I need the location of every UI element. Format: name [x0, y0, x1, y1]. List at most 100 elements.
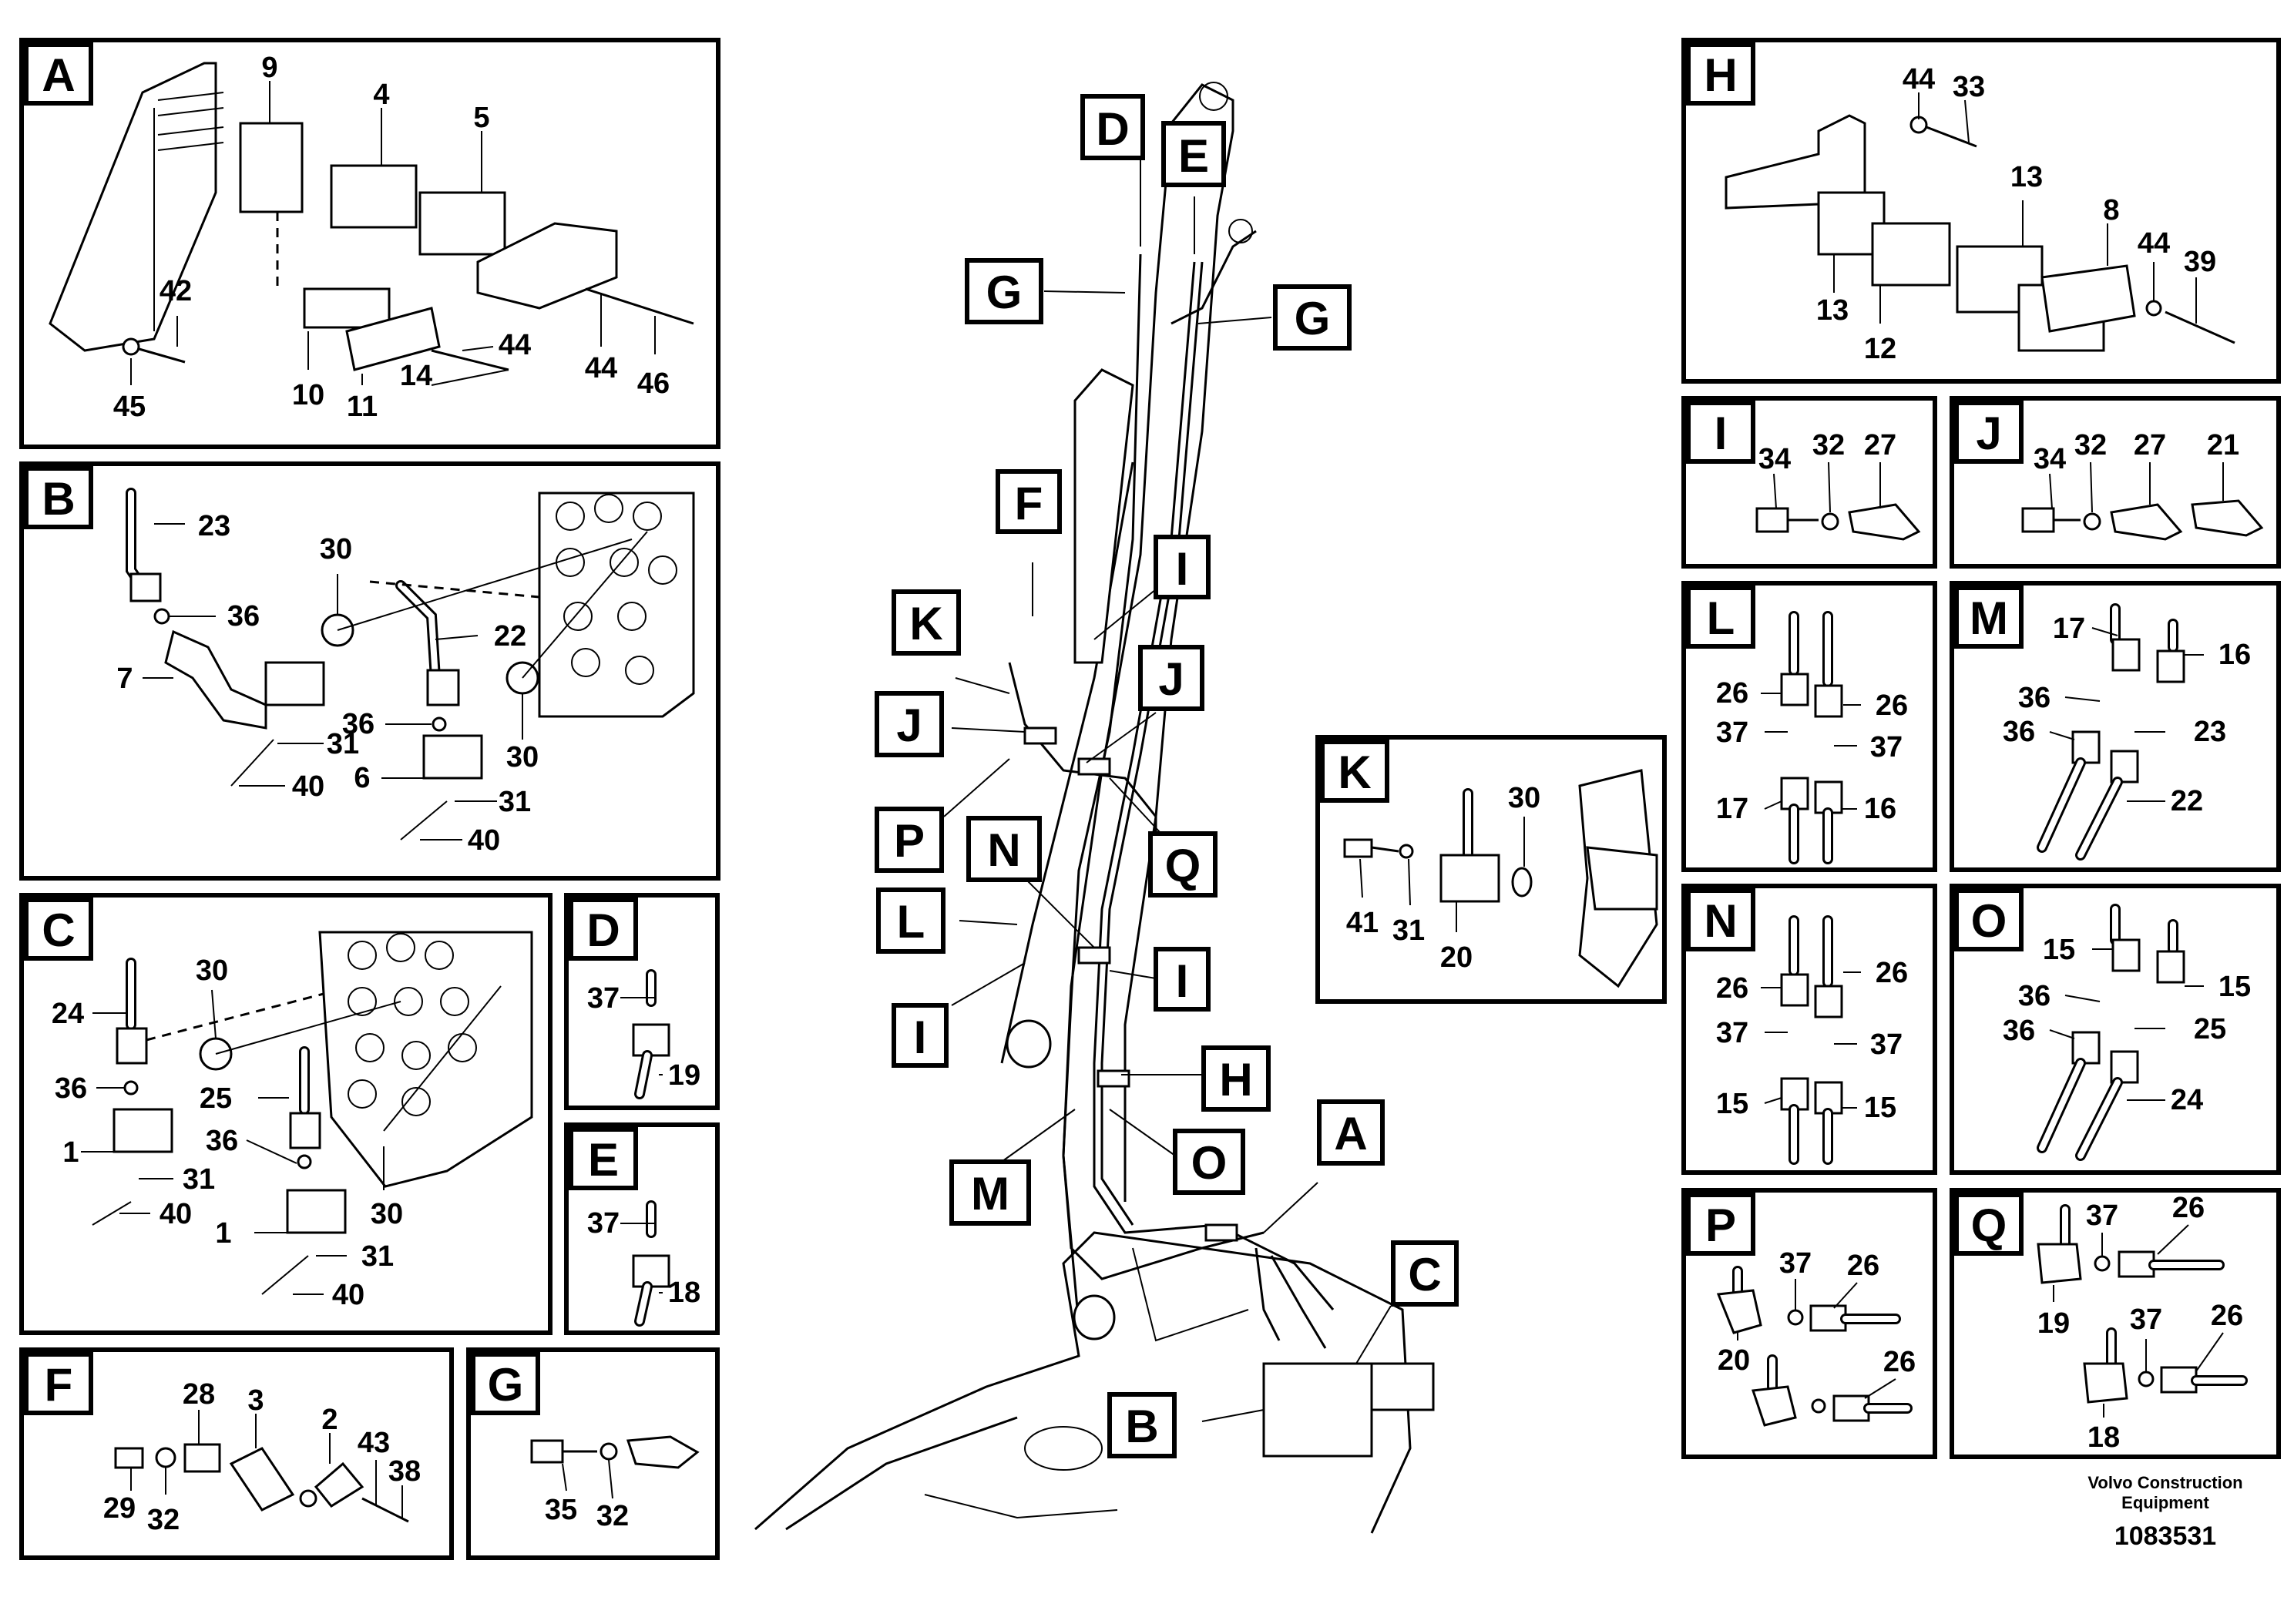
callout-f-29: 29 [103, 1492, 136, 1525]
callout-d-37: 37 [587, 982, 620, 1015]
callout-f-28: 28 [183, 1378, 215, 1411]
panel-m-tag: M [1970, 592, 2008, 644]
callout-c-25: 25 [200, 1082, 232, 1115]
callout-c-40b: 40 [332, 1279, 364, 1311]
callout-i-34: 34 [1758, 443, 1791, 475]
panel-k: K 30 41 31 20 [1315, 735, 1667, 1004]
callout-a-4: 4 [373, 79, 389, 111]
panel-l-tag: L [1707, 592, 1735, 644]
callout-h-33: 33 [1953, 71, 1985, 103]
main-tag-q: Q [1165, 840, 1201, 891]
callout-b-23: 23 [198, 510, 230, 542]
panel-o: O 15 15 36 25 36 24 [1950, 884, 2281, 1175]
panel-a-tag: A [42, 49, 75, 101]
callout-q-26: 26 [2172, 1192, 2205, 1224]
panel-i-tag: I [1715, 408, 1728, 459]
callout-e-18: 18 [668, 1277, 700, 1309]
callout-q-18: 18 [2087, 1421, 2120, 1454]
panel-o-tag: O [1971, 895, 2007, 947]
callout-l-17: 17 [1716, 793, 1748, 825]
callout-j-32: 32 [2074, 429, 2107, 461]
callout-m-16: 16 [2218, 639, 2251, 671]
callout-o-24: 24 [2171, 1084, 2203, 1116]
callout-n-37b: 37 [1870, 1028, 1903, 1061]
callout-h-44b: 44 [2138, 227, 2170, 260]
callout-c-31b: 31 [361, 1240, 394, 1273]
callout-d-19: 19 [668, 1059, 700, 1092]
callout-c-30: 30 [196, 955, 228, 987]
callout-k-41: 41 [1346, 907, 1379, 939]
callout-n-26b: 26 [1876, 957, 1908, 989]
callout-a-5: 5 [473, 102, 489, 134]
main-tag-g-left: G [986, 267, 1023, 318]
main-tag-g-right: G [1295, 293, 1331, 344]
panel-p: P 37 26 20 26 [1681, 1188, 1937, 1459]
callout-i-32: 32 [1812, 429, 1845, 461]
callout-i-27: 27 [1864, 429, 1896, 461]
callout-f-2: 2 [321, 1404, 338, 1436]
main-tag-k: K [909, 598, 942, 649]
panel-l: L 26 26 37 37 17 16 [1681, 581, 1937, 872]
callout-c-36: 36 [55, 1072, 87, 1105]
panel-e-tag: E [588, 1134, 619, 1186]
callout-o-36: 36 [2018, 980, 2050, 1012]
main-tag-i-mid: I [1176, 955, 1189, 1007]
callout-c-36b: 36 [206, 1125, 238, 1157]
callout-a-45: 45 [113, 391, 146, 423]
main-tag-m: M [971, 1168, 1009, 1220]
callout-e-37: 37 [587, 1207, 620, 1240]
panel-n-tag: N [1704, 895, 1737, 947]
main-tag-p: P [894, 815, 925, 867]
panel-m: M 17 16 36 23 36 22 [1950, 581, 2281, 872]
callout-p-26: 26 [1847, 1250, 1879, 1282]
callout-b-22: 22 [494, 620, 526, 653]
panel-q-tag: Q [1971, 1200, 2007, 1251]
callout-p-37: 37 [1779, 1247, 1812, 1280]
panel-f-tag: F [45, 1359, 73, 1411]
company-name-line2: Equipment [2121, 1493, 2209, 1512]
callout-b-30b: 30 [506, 741, 539, 773]
callout-a-11: 11 [347, 391, 378, 423]
callout-j-27: 27 [2134, 429, 2166, 461]
panel-d: D 37 19 [564, 893, 720, 1110]
callout-n-26: 26 [1716, 972, 1748, 1005]
panel-p-tag: P [1705, 1200, 1736, 1251]
main-tag-j-right: J [1158, 653, 1184, 705]
callout-b-31: 31 [327, 728, 359, 760]
callout-f-38: 38 [388, 1455, 421, 1488]
callout-m-22: 22 [2171, 785, 2203, 817]
main-tag-h: H [1219, 1054, 1252, 1106]
callout-o-15b: 15 [2218, 971, 2251, 1003]
callout-k-30: 30 [1508, 782, 1540, 814]
panel-i: I 34 32 27 [1681, 396, 1937, 569]
callout-j-21: 21 [2207, 429, 2239, 461]
callout-l-37: 37 [1716, 716, 1748, 749]
main-tag-a: A [1334, 1108, 1367, 1159]
callout-c-31: 31 [183, 1163, 215, 1196]
footer: Volvo Construction Equipment 1083531 [2087, 1473, 2242, 1551]
panel-h-tag: H [1704, 49, 1737, 101]
callout-l-26b: 26 [1876, 690, 1908, 722]
callout-h-8: 8 [2103, 194, 2119, 226]
callout-b-31b: 31 [499, 786, 531, 818]
panel-c-tag: C [42, 904, 75, 956]
panel-j-tag: J [1976, 408, 2001, 459]
panel-g: G 35 32 [466, 1347, 720, 1560]
main-tag-f: F [1015, 478, 1043, 529]
callout-p-26b: 26 [1883, 1346, 1916, 1378]
callout-k-20: 20 [1440, 941, 1473, 974]
callout-h-13: 13 [2010, 161, 2043, 193]
main-tag-i-low: I [914, 1012, 927, 1063]
callout-l-16: 16 [1864, 793, 1896, 825]
callout-g-32: 32 [596, 1500, 629, 1532]
callout-c-24: 24 [52, 998, 84, 1030]
callout-b-36: 36 [227, 600, 260, 632]
callout-b-30: 30 [320, 533, 352, 565]
callout-a-42: 42 [160, 275, 192, 307]
callout-b-40: 40 [292, 770, 324, 803]
callout-o-36b: 25 [2194, 1013, 2226, 1045]
callout-b-7: 7 [116, 663, 133, 695]
main-tag-b: B [1125, 1401, 1158, 1452]
panel-h: H 44 33 13 8 44 39 13 12 [1681, 38, 2281, 384]
